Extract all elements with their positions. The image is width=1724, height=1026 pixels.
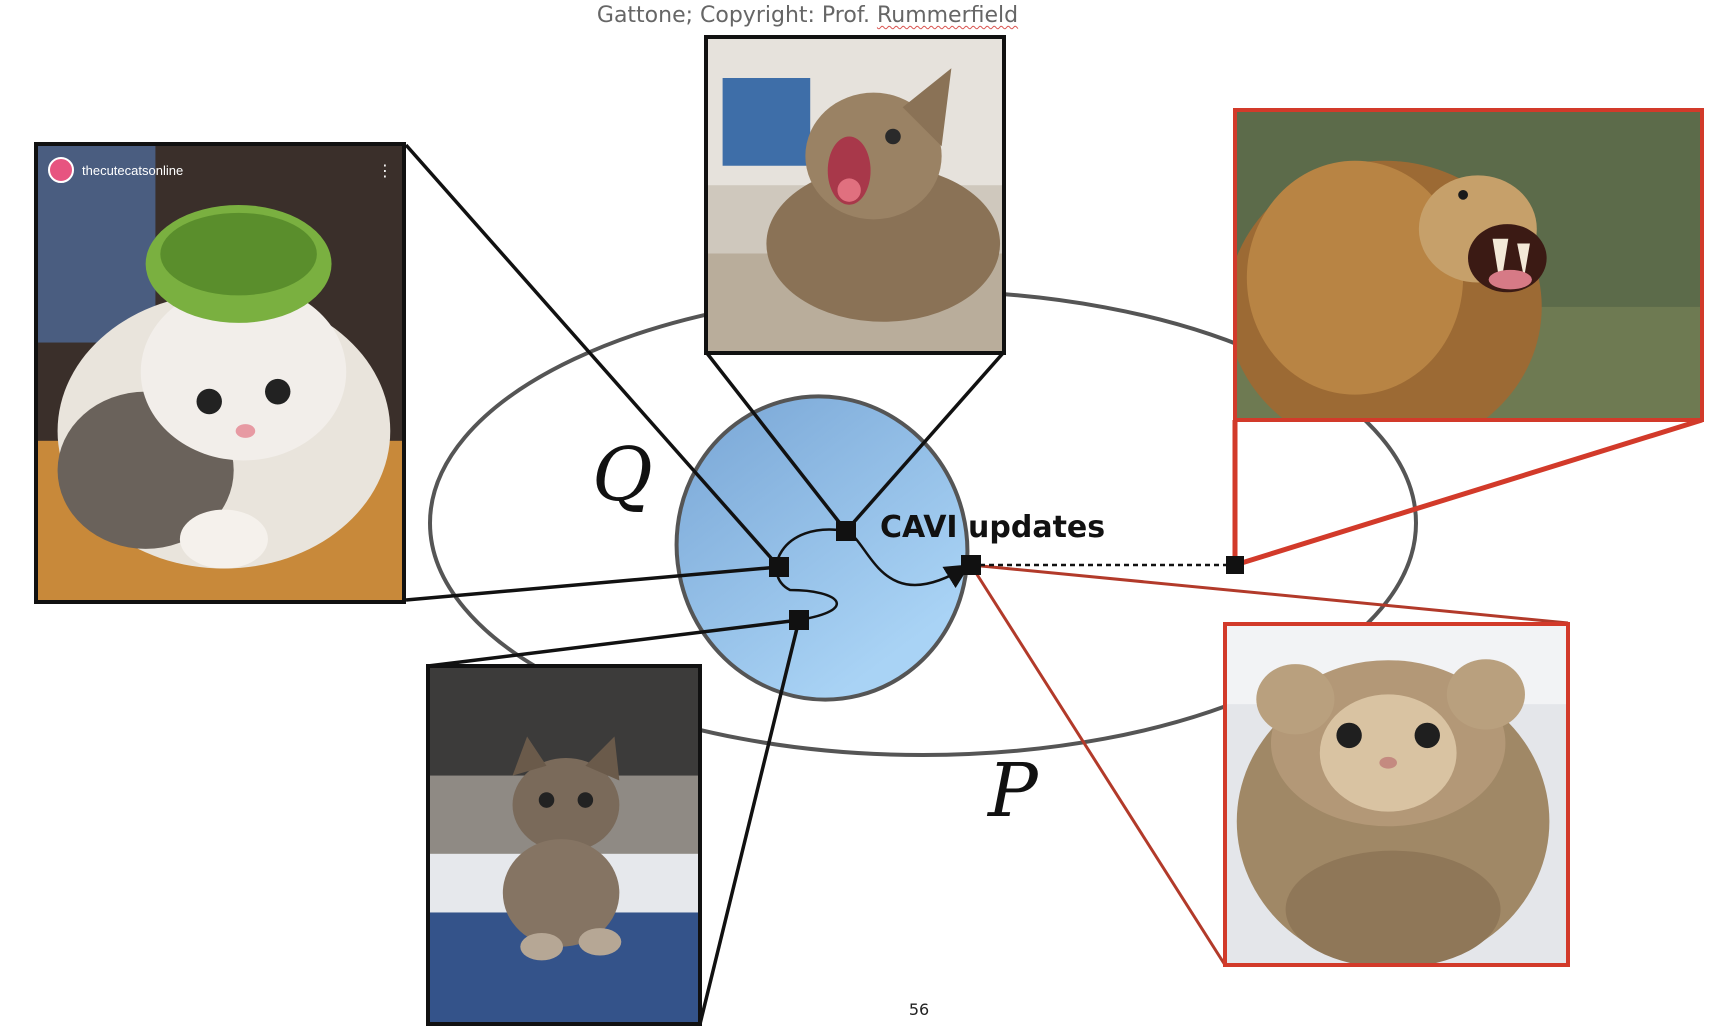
connector-yawn-right [844, 350, 1006, 533]
point-optimum [961, 555, 981, 575]
instagram-header: thecutecatsonline ⋮ [48, 156, 393, 184]
connector-yawn-left [704, 350, 848, 533]
connector-mane-bottom [969, 564, 1227, 966]
watermelon-cat-image [38, 146, 402, 600]
inner-set-q [674, 394, 970, 702]
kitten-image [430, 668, 698, 1022]
yawning-cat-image [708, 39, 1002, 351]
connector-kitten-bottom [698, 619, 801, 1025]
instagram-avatar[interactable] [48, 157, 74, 183]
photo-roaring-lion [1233, 108, 1704, 422]
connector-kitten-top [427, 618, 800, 668]
cavi-update-path [775, 528, 971, 622]
slide-caption: Gattone; Copyright: Prof. Rummerfield [0, 3, 1615, 28]
connector-mane-top [970, 563, 1569, 625]
point-lion [1226, 556, 1244, 574]
set-label-q: Q [592, 432, 653, 518]
roaring-lion-image [1237, 112, 1700, 418]
connector-watermelon-top [404, 143, 781, 569]
connector-watermelon-bottom [405, 565, 780, 602]
set-label-p: P [988, 748, 1038, 834]
photo-kitten [426, 664, 702, 1026]
more-options-icon[interactable]: ⋮ [377, 160, 393, 180]
caption-prefix: Gattone; Copyright: Prof. [596, 3, 877, 28]
point-yawn [836, 521, 856, 541]
page-number: 56 [908, 1000, 930, 1019]
point-kitten [789, 610, 809, 630]
connector-lion-right [1234, 417, 1703, 568]
cavi-label: CAVI updates [880, 510, 1106, 545]
photo-watermelon-cat: thecutecatsonline ⋮ [34, 142, 406, 604]
instagram-username[interactable]: thecutecatsonline [82, 162, 184, 178]
photo-yawning-cat [704, 35, 1006, 355]
photo-lion-mane-cat [1223, 622, 1570, 967]
lion-mane-cat-image [1227, 626, 1566, 963]
caption-author: Rummerfield [876, 3, 1019, 28]
point-watermelon [769, 557, 789, 577]
